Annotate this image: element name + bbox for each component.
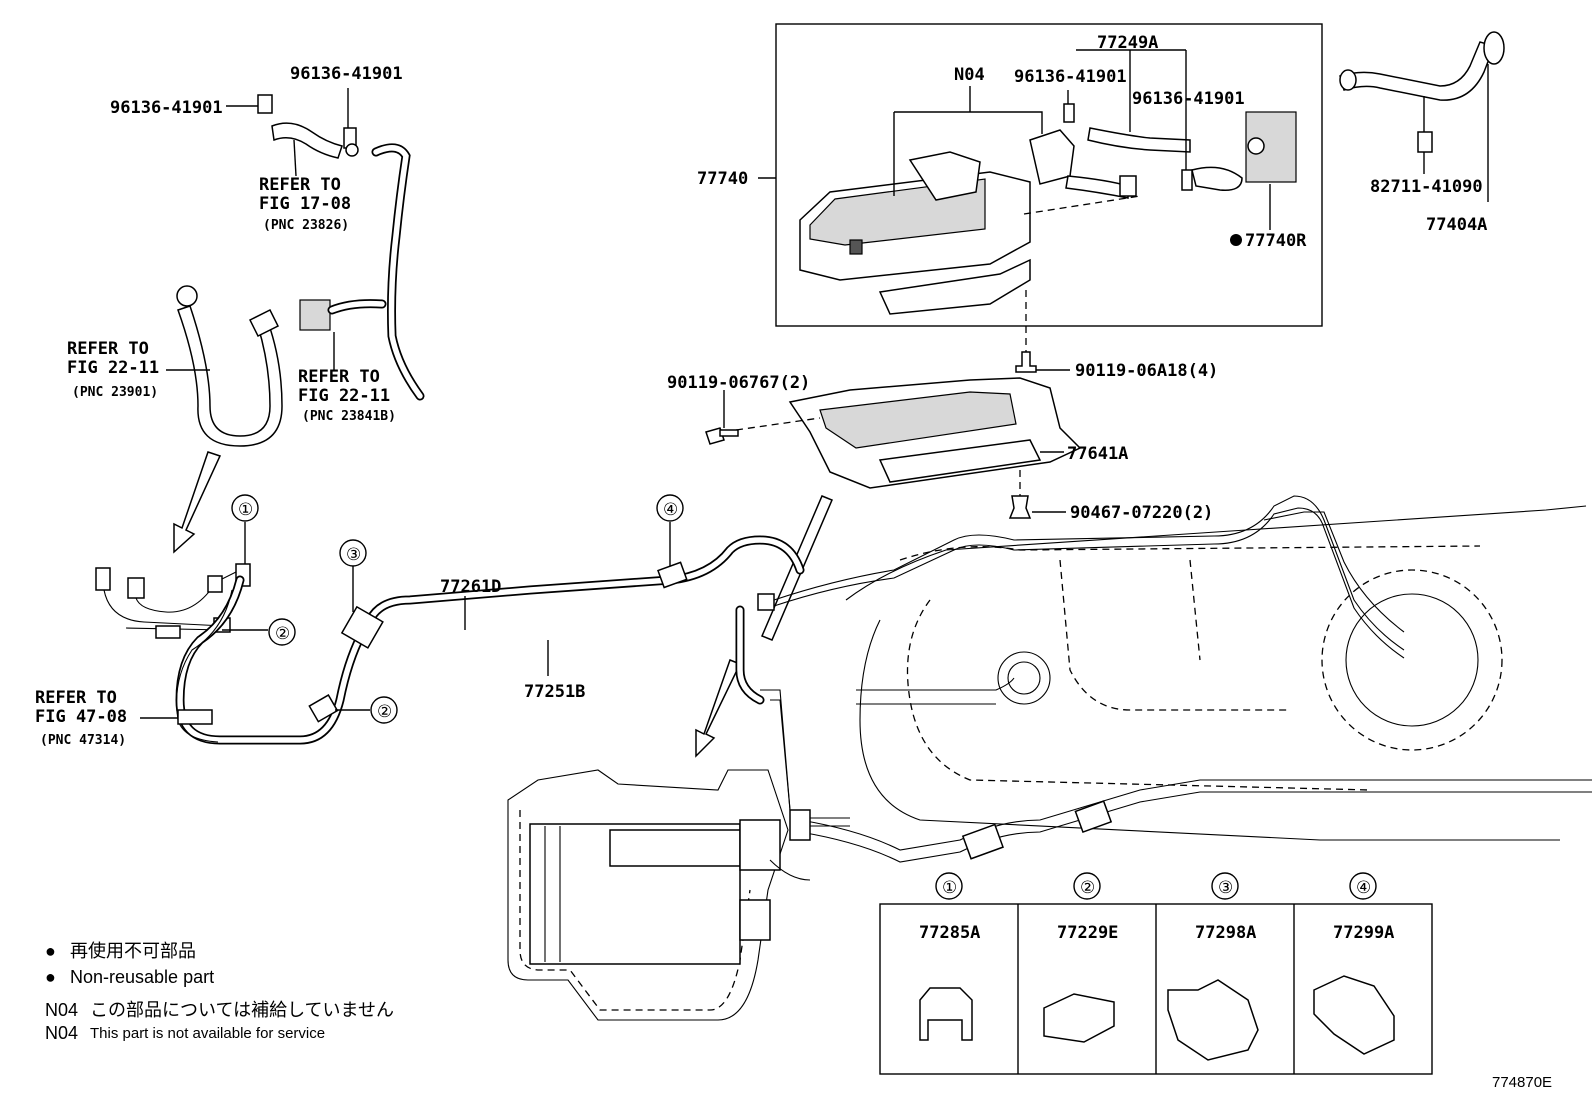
part-label-90119-06767: 90119-06767(2) [667, 373, 810, 393]
fuel-line-routing [95, 495, 1405, 745]
refer-note-line3: (PNC 23826) [263, 218, 349, 233]
clamp-number: ④ [1356, 878, 1371, 898]
clamp-icon [657, 561, 688, 589]
refer-note-line3: (PNC 23901) [72, 385, 158, 400]
legend-n04-code: N04 [45, 1023, 78, 1043]
part-label-77641A: 77641A [1067, 444, 1128, 464]
part-label-77740R: 77740R [1245, 231, 1307, 251]
refer-note-line1: REFER TO [298, 367, 380, 387]
part-label-77740: 77740 [697, 169, 748, 189]
arrow-icon [695, 659, 742, 758]
part-label-77404A: 77404A [1426, 215, 1487, 235]
legend-nonreusable-en: Non-reusable part [70, 967, 214, 987]
clamp-number: ③ [1218, 878, 1233, 898]
callouts [231, 494, 684, 724]
clamp-number: ② [1080, 878, 1095, 898]
clamp-part-label: 77299A [1333, 923, 1394, 943]
refer-note-line2: FIG 22-11 [67, 358, 159, 378]
callout-number: ② [275, 624, 290, 644]
clamp-part-label: 77285A [919, 923, 980, 943]
clamp-part-label: 77298A [1195, 923, 1256, 943]
clip-icon [1008, 495, 1032, 519]
legend-bullet: ● [45, 967, 56, 987]
hose-clip-icon [1063, 103, 1075, 123]
clamp-icon [177, 709, 213, 725]
clamp-77299a-icon [1313, 975, 1395, 1055]
refer-note-line3: (PNC 47314) [40, 733, 126, 748]
refer-note-line3: (PNC 23841B) [302, 409, 396, 424]
canister-protector-plate [705, 290, 1082, 519]
part-label-90119-06A18: 90119-06A18(4) [1075, 361, 1218, 381]
legend-bullet: ● [45, 941, 56, 961]
clamp-icon [1417, 131, 1433, 153]
legend-n04-code: N04 [45, 1000, 78, 1020]
part-label-82711-41090: 82711-41090 [1370, 177, 1483, 197]
legend-n04-en: This part is not available for service [90, 1025, 325, 1042]
canister-assembly-box [775, 23, 1323, 327]
clamp-table [879, 872, 1433, 1075]
refer-note-line1: REFER TO [35, 688, 117, 708]
callout-number: ② [377, 702, 392, 722]
part-label-96136-41901: 96136-41901 [290, 64, 403, 84]
refer-note-line1: REFER TO [259, 175, 341, 195]
clamp-77285a-icon [919, 987, 973, 1041]
hose-clip-icon [257, 94, 273, 114]
part-label-96136-41901: 96136-41901 [1014, 67, 1127, 87]
hose-clip-icon [1181, 169, 1193, 191]
arrow-icon [173, 451, 222, 554]
direction-arrows [173, 451, 833, 758]
part-label-N04: N04 [954, 65, 985, 85]
part-label-77249A: 77249A [1097, 33, 1158, 53]
clamp-77298a-icon [1167, 979, 1259, 1061]
clamp-77229e-icon [1043, 993, 1115, 1043]
part-label-96136-41901: 96136-41901 [110, 98, 223, 118]
clamp-icon [340, 605, 384, 649]
legend: ● 再使用不可部品 ● Non-reusable part N04 この部品につ… [45, 941, 394, 1043]
legend-nonreusable-jp: 再使用不可部品 [70, 941, 196, 961]
part-label-77251B: 77251B [524, 682, 585, 702]
refer-note-line2: FIG 22-11 [298, 386, 390, 406]
clamp-icon [308, 694, 339, 723]
fuel-tank-outline [799, 505, 1592, 863]
callout-number: ① [238, 500, 253, 520]
callout-number: ④ [663, 500, 678, 520]
connector-icon [299, 299, 331, 331]
clamp-number: ① [942, 878, 957, 898]
refer-note-line2: FIG 17-08 [259, 194, 351, 214]
callout-number: ③ [346, 545, 361, 565]
bolt-icon [1015, 351, 1037, 373]
legend-n04-jp: この部品については補給していません [90, 1000, 394, 1020]
vsv-valve-icon [1029, 129, 1075, 185]
refer-note-line2: FIG 47-08 [35, 707, 127, 727]
vent-hose-group [166, 88, 425, 447]
charcoal-canister-assembly [758, 49, 1297, 315]
part-label-90467-07220: 90467-07220(2) [1070, 503, 1213, 523]
refer-note-line1: REFER TO [67, 339, 149, 359]
part-label-96136-41901: 96136-41901 [1132, 89, 1245, 109]
lower-canister-outline [507, 689, 850, 1021]
fuel-inlet-pipe [1339, 31, 1505, 202]
nonreusable-bullet-icon [1230, 234, 1242, 246]
figure-id: 774870E [1492, 1074, 1552, 1091]
clamp-part-label: 77229E [1057, 923, 1118, 943]
part-label-77261D: 77261D [440, 577, 501, 597]
